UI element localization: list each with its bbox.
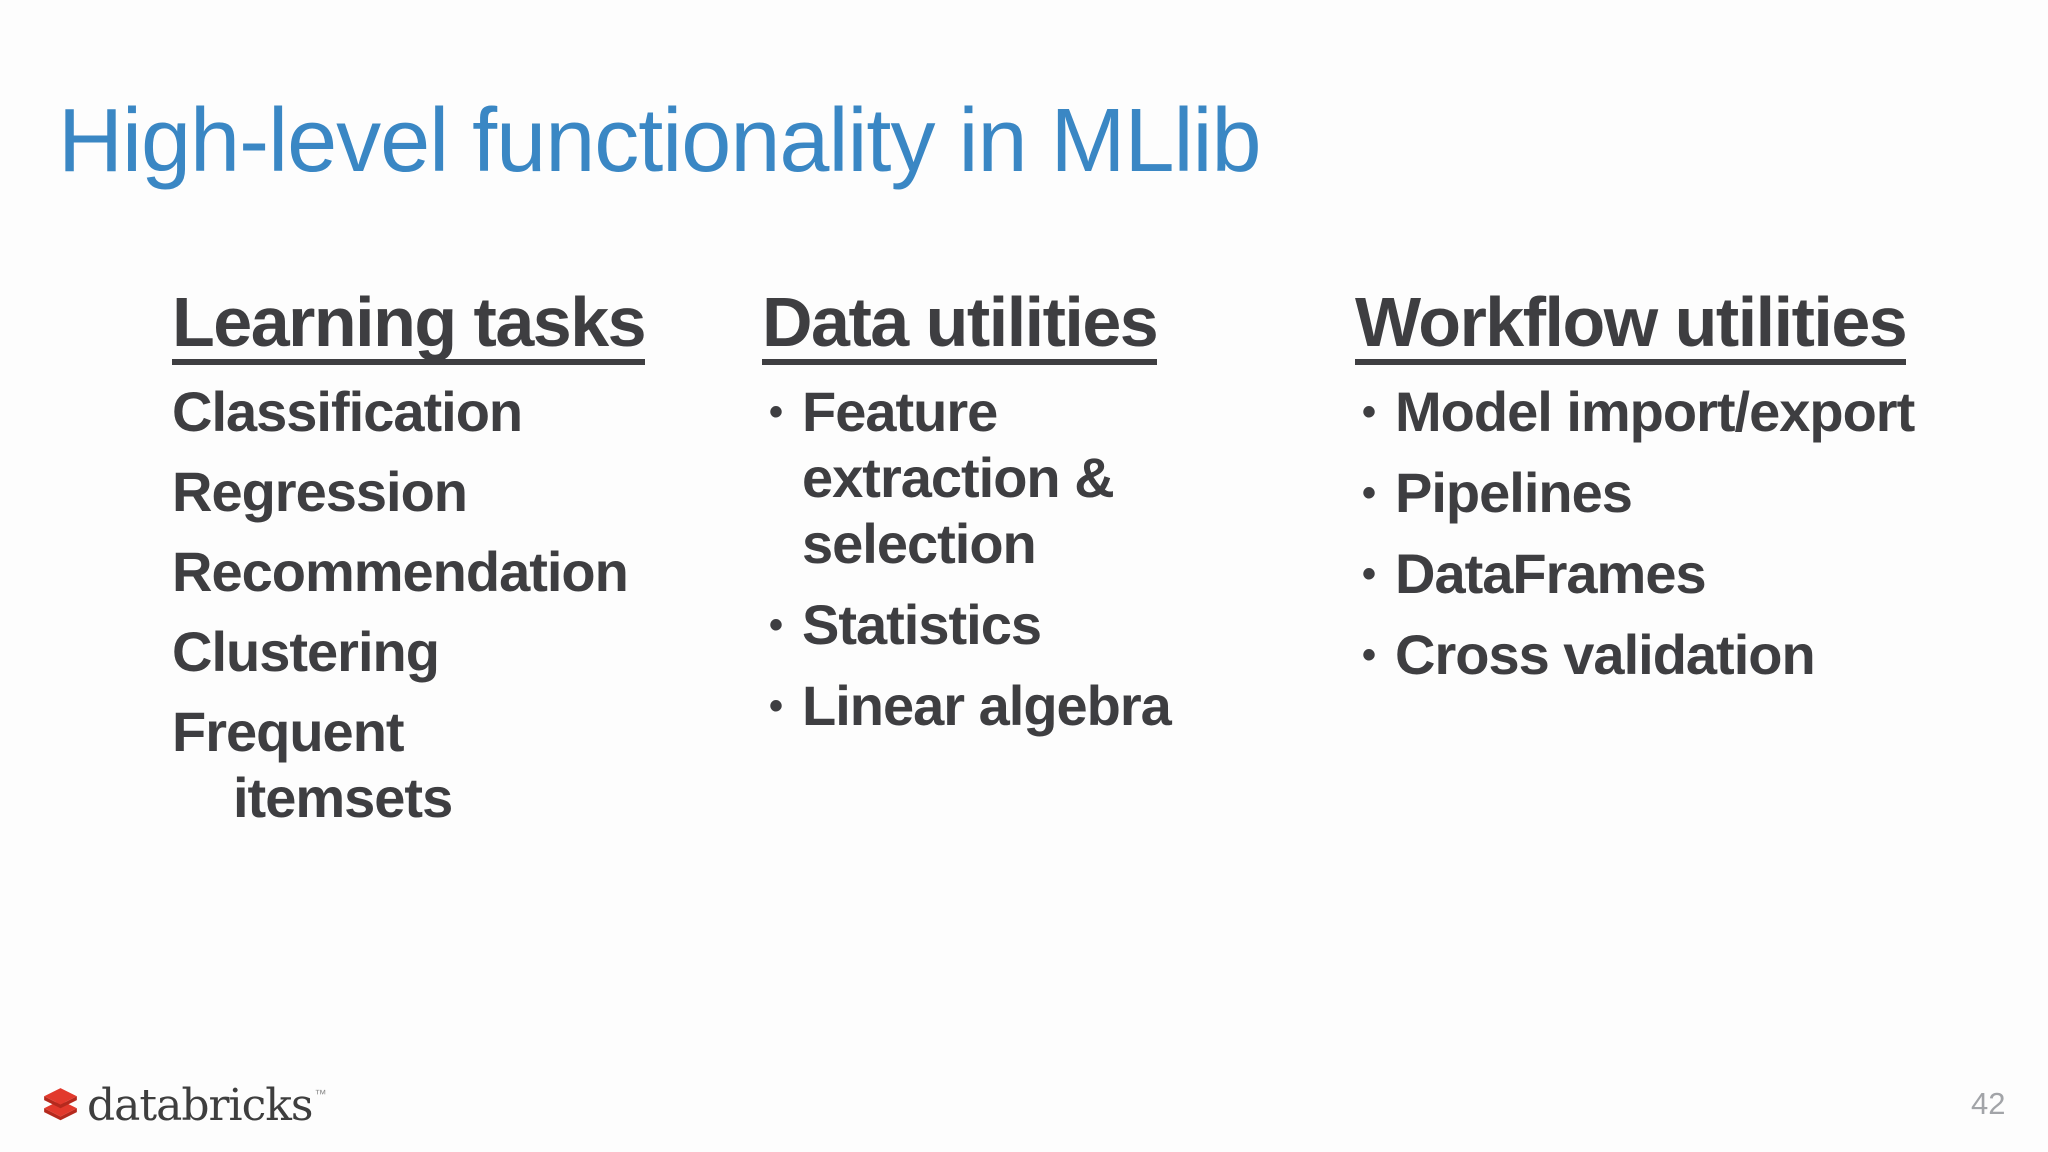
bullet-icon: • bbox=[769, 684, 783, 728]
list-item: Clustering bbox=[172, 620, 440, 683]
column-items: Classification Regression Recommendation… bbox=[172, 379, 732, 831]
list-item-label: Linear algebra bbox=[802, 674, 1172, 737]
column-header: Workflow utilities bbox=[1355, 287, 1908, 365]
trademark-symbol: ™ bbox=[314, 1087, 327, 1101]
list-item: • DataFrames bbox=[1355, 541, 2015, 607]
bullet-icon: • bbox=[1362, 552, 1376, 596]
bullet-icon: • bbox=[1362, 633, 1376, 677]
list-item: • Feature extraction & selection bbox=[762, 379, 1262, 577]
list-item-label: Cross validation bbox=[1395, 623, 1816, 686]
list-item: • Pipelines bbox=[1355, 460, 2015, 526]
list-item: • Cross validation bbox=[1355, 622, 2015, 688]
column-learning-tasks: Learning tasks Classification Regression… bbox=[172, 287, 732, 845]
slide-title: High-level functionality in MLlib bbox=[58, 91, 1262, 191]
list-item: Recommendation bbox=[172, 540, 629, 603]
databricks-bricks-icon bbox=[44, 1088, 77, 1121]
list-item: • Linear algebra bbox=[762, 673, 1262, 739]
list-item: Regression bbox=[172, 460, 468, 523]
list-item-label: Feature extraction & selection bbox=[802, 380, 1115, 575]
column-data-utilities: Data utilities • Feature extraction & se… bbox=[762, 287, 1262, 754]
bullet-icon: • bbox=[769, 390, 783, 434]
column-header: Data utilities bbox=[762, 287, 1159, 365]
bullet-icon: • bbox=[769, 603, 783, 647]
column-items: • Feature extraction & selection • Stati… bbox=[762, 379, 1262, 739]
bullet-icon: • bbox=[1362, 390, 1376, 434]
list-item: • Model import/export bbox=[1355, 379, 2015, 445]
column-header: Learning tasks bbox=[172, 287, 647, 365]
list-item-label: Statistics bbox=[802, 593, 1042, 656]
bullet-icon: • bbox=[1362, 471, 1376, 515]
databricks-wordmark: databricks bbox=[87, 1080, 313, 1131]
list-item: Frequent itemsets bbox=[172, 700, 453, 829]
list-item: • Statistics bbox=[762, 592, 1262, 658]
list-item-label: DataFrames bbox=[1395, 542, 1707, 605]
column-items: • Model import/export • Pipelines • Data… bbox=[1355, 379, 2015, 688]
list-item-label: Model import/export bbox=[1395, 380, 1915, 443]
page-number: 42 bbox=[1971, 1086, 2006, 1121]
column-workflow-utilities: Workflow utilities • Model import/export… bbox=[1355, 287, 2015, 703]
list-item-label: Pipelines bbox=[1395, 461, 1633, 524]
databricks-logo: databricks ™ bbox=[43, 1082, 326, 1130]
list-item: Classification bbox=[172, 380, 523, 443]
